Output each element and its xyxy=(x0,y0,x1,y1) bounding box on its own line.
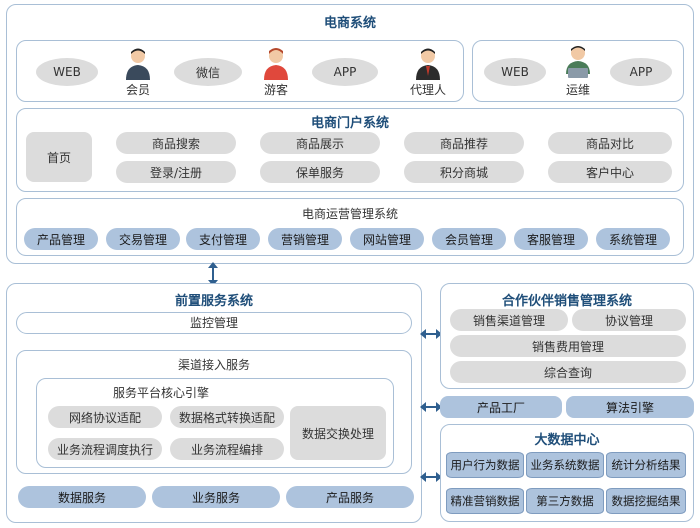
channel-wechat[interactable]: 微信 xyxy=(174,58,242,86)
ecommerce-system-title: 电商系统 xyxy=(323,16,376,31)
member-person-icon xyxy=(126,48,150,80)
person-label-ops: 运维 xyxy=(565,83,590,97)
arrow-front-factory-icon xyxy=(420,402,442,412)
bigdata-precision-marketing[interactable]: 精准营销数据 xyxy=(446,488,524,514)
bigdata-mining-results[interactable]: 数据挖掘结果 xyxy=(606,488,686,514)
partner-system-title: 合作伙伴销售管理系统 xyxy=(501,294,632,309)
monitor-mgmt[interactable]: 监控管理 xyxy=(16,312,412,334)
service-product[interactable]: 产品服务 xyxy=(286,486,414,508)
ops-customer-service-mgmt[interactable]: 客服管理 xyxy=(514,228,588,250)
ops-payment-mgmt[interactable]: 支付管理 xyxy=(186,228,260,250)
bigdata-business-system[interactable]: 业务系统数据 xyxy=(526,452,604,478)
partner-sales-expense-mgmt[interactable]: 销售费用管理 xyxy=(450,335,686,357)
channel-web-ops[interactable]: WEB xyxy=(484,58,546,86)
engine-flow-dispatch[interactable]: 业务流程调度执行 xyxy=(48,438,162,460)
bigdata-center-title: 大数据中心 xyxy=(534,433,600,448)
channel-web[interactable]: WEB xyxy=(36,58,98,86)
arrow-front-partner-icon xyxy=(420,329,442,339)
person-label-member: 会员 xyxy=(125,83,150,97)
engine-network-protocol[interactable]: 网络协议适配 xyxy=(48,406,162,428)
partner-agreement-mgmt[interactable]: 协议管理 xyxy=(572,309,686,331)
portal-home[interactable]: 首页 xyxy=(26,132,92,182)
portal-policy-service[interactable]: 保单服务 xyxy=(260,161,380,183)
agent-person-icon xyxy=(416,48,440,80)
portal-points-mall[interactable]: 积分商城 xyxy=(404,161,524,183)
person-label-visitor: 游客 xyxy=(263,83,288,97)
ops-website-mgmt[interactable]: 网站管理 xyxy=(350,228,424,250)
portal-system-title: 电商门户系统 xyxy=(310,116,389,131)
partner-channel-mgmt[interactable]: 销售渠道管理 xyxy=(450,309,568,331)
partner-general-query[interactable]: 综合查询 xyxy=(450,361,686,383)
ops-system-title: 电商运营管理系统 xyxy=(301,207,398,221)
portal-product-display[interactable]: 商品展示 xyxy=(260,132,380,154)
portal-product-compare[interactable]: 商品对比 xyxy=(548,132,672,154)
channel-app-ops[interactable]: APP xyxy=(610,58,672,86)
bigdata-statistics[interactable]: 统计分析结果 xyxy=(606,452,686,478)
channel-access-title: 渠道接入服务 xyxy=(177,358,250,372)
ops-trade-mgmt[interactable]: 交易管理 xyxy=(106,228,180,250)
bigdata-user-behavior[interactable]: 用户行为数据 xyxy=(446,452,524,478)
service-business[interactable]: 业务服务 xyxy=(152,486,280,508)
arrow-front-bigdata-icon xyxy=(420,472,442,482)
portal-product-search[interactable]: 商品搜索 xyxy=(116,132,236,154)
front-service-title: 前置服务系统 xyxy=(174,294,253,309)
visitor-person-icon xyxy=(264,48,288,80)
portal-customer-center[interactable]: 客户中心 xyxy=(548,161,672,183)
ops-product-mgmt[interactable]: 产品管理 xyxy=(24,228,98,250)
ops-person-icon xyxy=(566,46,590,78)
bigdata-third-party[interactable]: 第三方数据 xyxy=(526,488,604,514)
algorithm-engine[interactable]: 算法引擎 xyxy=(566,396,694,418)
ops-member-mgmt[interactable]: 会员管理 xyxy=(432,228,506,250)
service-data[interactable]: 数据服务 xyxy=(18,486,146,508)
person-label-agent: 代理人 xyxy=(409,83,446,97)
ops-marketing-mgmt[interactable]: 营销管理 xyxy=(268,228,342,250)
portal-product-recommend[interactable]: 商品推荐 xyxy=(404,132,524,154)
engine-flow-orchestration[interactable]: 业务流程编排 xyxy=(170,438,284,460)
ops-system-mgmt[interactable]: 系统管理 xyxy=(596,228,670,250)
engine-data-format[interactable]: 数据格式转换适配 xyxy=(170,406,284,428)
engine-title: 服务平台核心引擎 xyxy=(112,386,209,400)
product-factory[interactable]: 产品工厂 xyxy=(440,396,562,418)
portal-login-register[interactable]: 登录/注册 xyxy=(116,161,236,183)
channel-app[interactable]: APP xyxy=(312,58,378,86)
data-exchange[interactable]: 数据交换处理 xyxy=(290,406,386,460)
